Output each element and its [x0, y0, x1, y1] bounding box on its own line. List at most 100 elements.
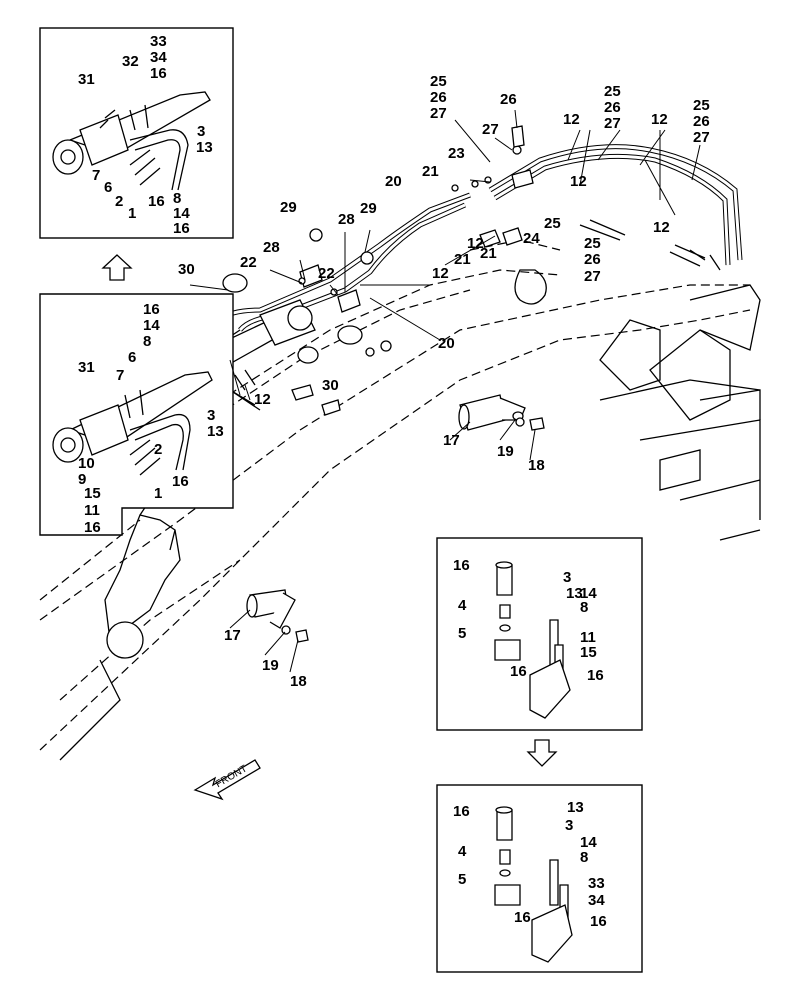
inset_mid_left-label-10: 9: [78, 471, 86, 488]
inset_mid_left-label-14: 11: [84, 502, 100, 519]
inset_mid_left-label-13: 15: [84, 485, 101, 502]
inset_bottom_right_2-label-6: 5: [458, 871, 466, 888]
inset_mid_left-label-3: 31: [78, 359, 95, 376]
inset-bottom-right-2: [436, 784, 643, 973]
main-label-24: 21: [454, 251, 471, 268]
main-label-34: 20: [438, 335, 455, 352]
main-label-22: 12: [467, 235, 484, 252]
inset_bottom_right_2-label-1: 13: [567, 799, 584, 816]
inset_bottom_right_2-label-9: 16: [514, 909, 531, 926]
inset-mid-left: [39, 293, 234, 536]
main-label-15: 20: [385, 173, 402, 190]
main-label-20: 25: [544, 215, 561, 232]
main-label-36: 30: [322, 377, 339, 394]
loose-parts: [222, 125, 545, 643]
up-arrow-icon: [101, 254, 133, 281]
leader-line: [444, 235, 496, 266]
main-label-40: 17: [224, 627, 241, 644]
inset_bottom_right_2-label-10: 16: [590, 913, 607, 930]
inset_bottom_right_1-label-6: 5: [458, 625, 466, 642]
main-label-8: 12: [563, 111, 580, 128]
leader-line: [597, 129, 621, 161]
inset_bottom_right_1-label-8: 15: [580, 644, 597, 661]
leader-line: [364, 229, 371, 253]
inset_top_left-label-12: 8: [173, 190, 181, 207]
inset_top_left-label-9: 2: [115, 193, 123, 210]
inset_top_left-label-13: 14: [173, 205, 190, 222]
inset_mid_left-label-0: 16: [143, 301, 160, 318]
main-label-11: 26: [693, 113, 710, 130]
leader-line: [691, 144, 701, 181]
leader-line: [264, 631, 286, 656]
inset_top_left-label-11: 16: [148, 193, 165, 210]
leader-line: [299, 259, 306, 281]
main-label-25: 25: [584, 235, 601, 252]
main-label-19: 21: [480, 245, 497, 262]
main-label-35: 12: [254, 391, 271, 408]
inset_mid_left-label-1: 14: [143, 317, 160, 334]
main-label-16: 29: [280, 199, 297, 216]
leader-line: [454, 119, 491, 163]
leader-line: [189, 284, 229, 291]
inset_top_left-label-14: 16: [173, 220, 190, 237]
leader-line: [499, 419, 516, 441]
main-label-9: 12: [651, 111, 668, 128]
main-label-2: 27: [430, 105, 447, 122]
inset_bottom_right_1-label-4: 8: [580, 599, 588, 616]
inset_mid_left-label-5: 7: [116, 367, 124, 384]
inset_mid_left-label-9: 10: [78, 455, 95, 472]
inset_mid_left-label-2: 8: [143, 333, 151, 350]
main-label-6: 26: [604, 99, 621, 116]
down-arrow-icon: [526, 739, 558, 767]
main-label-0: 25: [430, 73, 447, 90]
inset_top_left-label-3: 32: [122, 53, 139, 70]
leader-line: [469, 179, 491, 183]
main-label-28: 12: [570, 173, 587, 190]
main-label-4: 27: [482, 121, 499, 138]
leader-line: [289, 639, 299, 673]
main-label-33: 12: [432, 265, 449, 282]
leader-line: [229, 359, 241, 396]
inset_mid_left-label-8: 2: [154, 441, 162, 458]
inset_mid_left-label-12: 1: [154, 485, 162, 502]
inset_bottom_right_2-label-2: 3: [565, 817, 573, 834]
inset_bottom_right_1-label-3: 14: [580, 585, 597, 602]
inset_bottom_right_2-label-7: 33: [588, 875, 605, 892]
pin-17-upper: [458, 394, 545, 431]
inset_bottom_right_2-label-3: 14: [580, 834, 597, 851]
main-label-14: 21: [422, 163, 439, 180]
main-label-27: 27: [584, 268, 601, 285]
main-label-12: 27: [693, 129, 710, 146]
inset_bottom_right_1-label-2: 13: [566, 585, 583, 602]
main-label-29: 30: [178, 261, 195, 278]
main-label-3: 26: [500, 91, 517, 108]
inset-bottom-right-1: [436, 537, 643, 731]
inset_bottom_right_2-label-5: 4: [458, 843, 467, 860]
main-label-41: 19: [262, 657, 279, 674]
main-label-32: 28: [263, 239, 280, 256]
main-label-26: 26: [584, 251, 601, 268]
main-label-37: 17: [443, 432, 460, 449]
leader-line: [329, 284, 339, 296]
inset_bottom_right_1-label-7: 11: [580, 629, 596, 646]
inset_top_left-label-7: 7: [92, 167, 100, 184]
main-label-38: 19: [497, 443, 514, 460]
leader-line: [369, 297, 441, 341]
main-label-5: 25: [604, 83, 621, 100]
main-label-39: 18: [528, 457, 545, 474]
inset_mid_left-label-11: 16: [172, 473, 189, 490]
leader-line: [579, 129, 591, 186]
leader-line: [644, 159, 676, 216]
washer-30-bottom: [297, 346, 319, 364]
inset_mid_left-label-7: 13: [207, 423, 224, 440]
inset_top_left-label-10: 1: [128, 205, 136, 222]
boom-outline: [39, 239, 761, 761]
inset_top_left-label-5: 3: [197, 123, 205, 140]
inset_top_left-label-6: 13: [196, 139, 213, 156]
inset_top_left-label-1: 34: [150, 49, 167, 66]
main-label-10: 25: [693, 97, 710, 114]
main-label-13: 23: [448, 145, 465, 162]
leader-line: [449, 421, 471, 441]
